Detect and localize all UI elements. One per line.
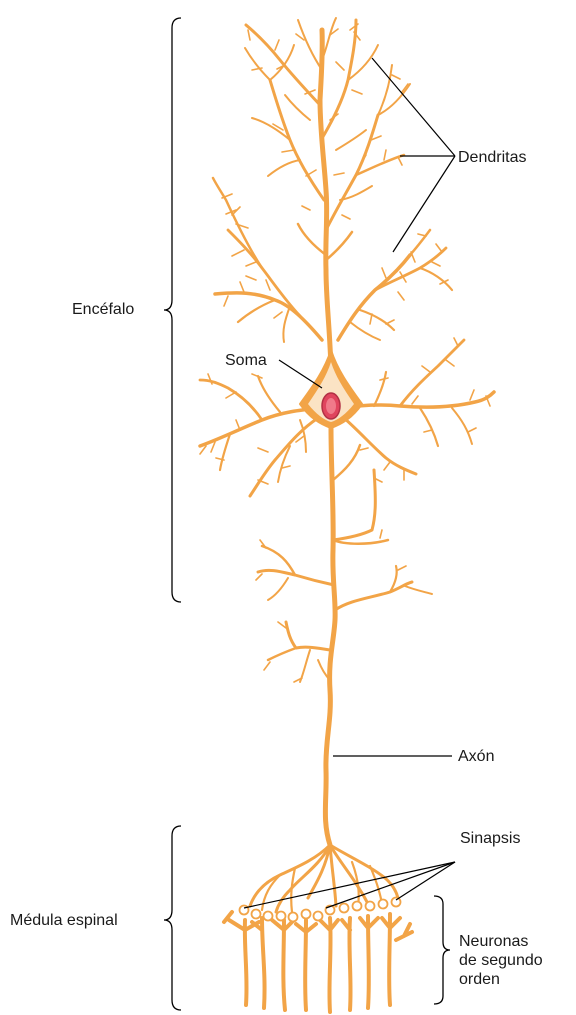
spinal-cord-label: Médula espinal: [10, 911, 118, 930]
second-order-line-2: de segundo: [459, 951, 576, 970]
axon: [256, 428, 432, 845]
lower-right-dendrites: [342, 338, 494, 480]
second-order-bracket: [434, 896, 450, 1004]
second-order-neurons-label: Neuronas de segundo orden: [459, 932, 576, 989]
upper-left-dendrites: [213, 178, 322, 342]
leader-synapse-1: [244, 862, 455, 908]
soma-label: Soma: [225, 351, 267, 370]
soma: [300, 350, 362, 428]
brain-label: Encéfalo: [72, 300, 134, 319]
lower-left-dendrites: [200, 374, 320, 496]
leader-soma: [279, 360, 322, 388]
apical-dendrites: [245, 18, 410, 370]
dendrites-label: Dendritas: [458, 148, 526, 167]
leader-dendrites-1: [372, 58, 455, 156]
axon-label: Axón: [458, 747, 494, 766]
spinal-cord-bracket: [164, 826, 181, 1010]
brain-bracket: [164, 18, 181, 602]
synapses-label: Sinapsis: [460, 829, 520, 848]
second-order-neurons: [224, 912, 412, 1012]
upper-right-dendrites: [338, 230, 452, 340]
second-order-line-1: Neuronas: [459, 932, 576, 951]
second-order-line-3: orden: [459, 970, 576, 989]
leader-synapse-3: [396, 862, 455, 900]
